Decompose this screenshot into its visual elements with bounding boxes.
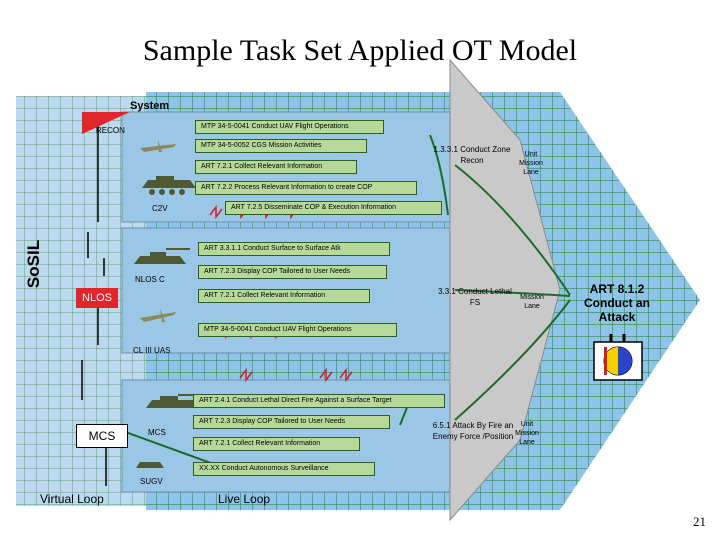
virtual-loop-label: Virtual Loop [40, 492, 104, 506]
lane-2: Mission Lane [520, 294, 544, 310]
task-g3-collect: ART 7.2.1 Collect Relevant Information [193, 437, 360, 451]
task-g1-collect: ART 7.2.1 Collect Relevant Information [195, 160, 357, 174]
task-g1-disseminate: ART 7.2.5 Disseminate COP & Execution In… [225, 201, 442, 215]
mission-task-zone-recon: 1.3.3.1 Conduct Zone Recon [433, 145, 511, 165]
task-g2-uav-ops: MTP 34-5-0041 Conduct UAV Flight Operati… [198, 323, 397, 337]
task-g2-collect: ART 7.2.1 Collect Relevant Information [198, 289, 370, 303]
task-g3-surveillance: XX.XX Conduct Autonomous Surveillance [193, 462, 375, 476]
recon-flag [82, 112, 130, 134]
vehicle-icons [134, 176, 202, 468]
recon-label: RECON [96, 126, 125, 135]
flow-arrows [119, 134, 571, 471]
mission-task-lethal-fs: 3.3.1 Conduct Lethal FS [438, 287, 512, 307]
outcome-conduct-attack: ART 8.1.2 Conduct an Attack [584, 282, 650, 324]
task-g3-display-cop: ART 7.2.3 Display COP Tailored to User N… [193, 415, 390, 429]
lane-1: Unit Mission Lane [519, 151, 543, 176]
process-arrow [449, 58, 561, 522]
nlos-c-label: NLOS C [135, 275, 165, 284]
c2v-label: C2V [152, 204, 168, 213]
task-g2-surface-atk: ART 3.3.1.1 Conduct Surface to Surface A… [198, 242, 390, 256]
mcs-label: MCS [148, 428, 166, 437]
task-g1-process: ART 7.2.2 Process Relevant Information t… [195, 181, 417, 195]
mcs-badge: MCS [76, 424, 128, 448]
task-g1-uav-ops: MTP 34-5-0041 Conduct UAV Flight Operati… [195, 120, 384, 134]
live-loop-label: Live Loop [218, 492, 271, 506]
cl-iii-uas-label: CL III UAS [133, 346, 171, 355]
task-g2-display-cop: ART 7.2.3 Display COP Tailored to User N… [198, 265, 387, 279]
nlos-badge: NLOS [76, 288, 118, 308]
page-title: Sample Task Set Applied OT Model [142, 34, 578, 67]
task-g3-direct-fire: ART 2.4.1 Conduct Lethal Direct Fire Aga… [193, 394, 445, 408]
lane-3: Unit Mission Lane [515, 421, 539, 446]
sugv-label: SUGV [140, 477, 163, 486]
mission-task-attack-by-fire: 6.5.1 Attack By Fire an Enemy Force /Pos… [432, 421, 514, 441]
sosil-label: SoSIL [24, 239, 43, 289]
page-number: 21 [693, 514, 706, 529]
system-label: System [130, 100, 170, 112]
uav-icons [140, 140, 176, 322]
task-g1-cgs: MTP 34-5-0052 CGS Mission Activities [195, 139, 367, 153]
